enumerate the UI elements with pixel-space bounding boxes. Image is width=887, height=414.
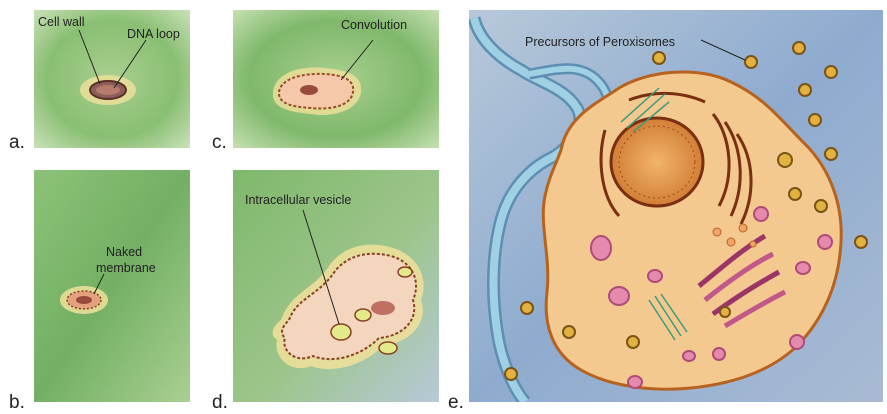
vesicle-pink bbox=[790, 335, 804, 349]
peroxisome-precursor bbox=[563, 326, 575, 338]
peroxisome-precursor bbox=[627, 336, 639, 348]
nucleus bbox=[611, 118, 703, 206]
label-convolution: Convolution bbox=[341, 18, 407, 32]
vesicle-orange bbox=[750, 241, 756, 247]
panel-d: Intracellular vesicle bbox=[233, 170, 439, 402]
label-naked: Naked bbox=[106, 245, 142, 259]
vesicle-pink bbox=[683, 351, 695, 361]
vesicle bbox=[398, 267, 412, 277]
peroxisome-precursor bbox=[815, 200, 827, 212]
panel-label-a: a. bbox=[9, 132, 25, 154]
dna bbox=[76, 296, 92, 304]
vesicle bbox=[379, 342, 397, 354]
peroxisome-precursor bbox=[505, 368, 517, 380]
panel-label-c: c. bbox=[212, 132, 227, 154]
vesicle-pink bbox=[628, 376, 642, 388]
vesicle bbox=[331, 324, 351, 340]
peroxisome-precursor bbox=[653, 52, 665, 64]
panel-c-illustration: Convolution bbox=[233, 10, 439, 148]
label-dna-loop: DNA loop bbox=[127, 27, 180, 41]
panel-b: Naked membrane bbox=[34, 170, 190, 402]
panel-c: Convolution bbox=[233, 10, 439, 148]
vesicle-orange bbox=[727, 238, 735, 246]
panel-b-illustration: Naked membrane bbox=[34, 170, 190, 402]
panel-e-illustration: Precursors of Peroxisomes bbox=[469, 10, 883, 402]
vesicle-pink bbox=[818, 235, 832, 249]
vesicle-orange bbox=[739, 224, 747, 232]
panel-label-d: d. bbox=[212, 392, 228, 414]
peroxisome-precursor bbox=[855, 236, 867, 248]
label-intracellular-vesicle: Intracellular vesicle bbox=[245, 193, 351, 207]
vesicle-pink bbox=[754, 207, 768, 221]
peroxisome-precursor bbox=[720, 307, 730, 317]
panel-label-e: e. bbox=[448, 392, 464, 414]
peroxisome-precursor bbox=[521, 302, 533, 314]
label-cell-wall: Cell wall bbox=[38, 15, 85, 29]
vesicle-pink bbox=[609, 287, 629, 305]
panel-label-b: b. bbox=[9, 392, 25, 414]
peroxisome-precursor bbox=[825, 148, 837, 160]
dna bbox=[371, 301, 395, 315]
panel-a-illustration: Cell wall DNA loop bbox=[34, 10, 190, 148]
vesicle-pink bbox=[713, 348, 725, 360]
panel-a: Cell wall DNA loop bbox=[34, 10, 190, 148]
dna bbox=[300, 85, 318, 95]
vesicle bbox=[355, 309, 371, 321]
vesicle-orange bbox=[713, 228, 721, 236]
peroxisome-precursor bbox=[809, 114, 821, 126]
vesicle-pink bbox=[796, 262, 810, 274]
peroxisome-precursor bbox=[745, 56, 757, 68]
peroxisome-precursor bbox=[789, 188, 801, 200]
dna-loop bbox=[96, 85, 120, 95]
peroxisome-precursor bbox=[778, 153, 792, 167]
panel-d-illustration: Intracellular vesicle bbox=[233, 170, 439, 402]
label-precursors: Precursors of Peroxisomes bbox=[525, 35, 675, 49]
panel-e: Precursors of Peroxisomes bbox=[469, 10, 883, 402]
vesicle-pink bbox=[648, 270, 662, 282]
peroxisome-precursor bbox=[793, 42, 805, 54]
label-membrane: membrane bbox=[96, 261, 156, 275]
vesicle-pink bbox=[591, 236, 611, 260]
peroxisome-precursor bbox=[799, 84, 811, 96]
peroxisome-precursor bbox=[825, 66, 837, 78]
panel-b-background bbox=[34, 170, 190, 402]
